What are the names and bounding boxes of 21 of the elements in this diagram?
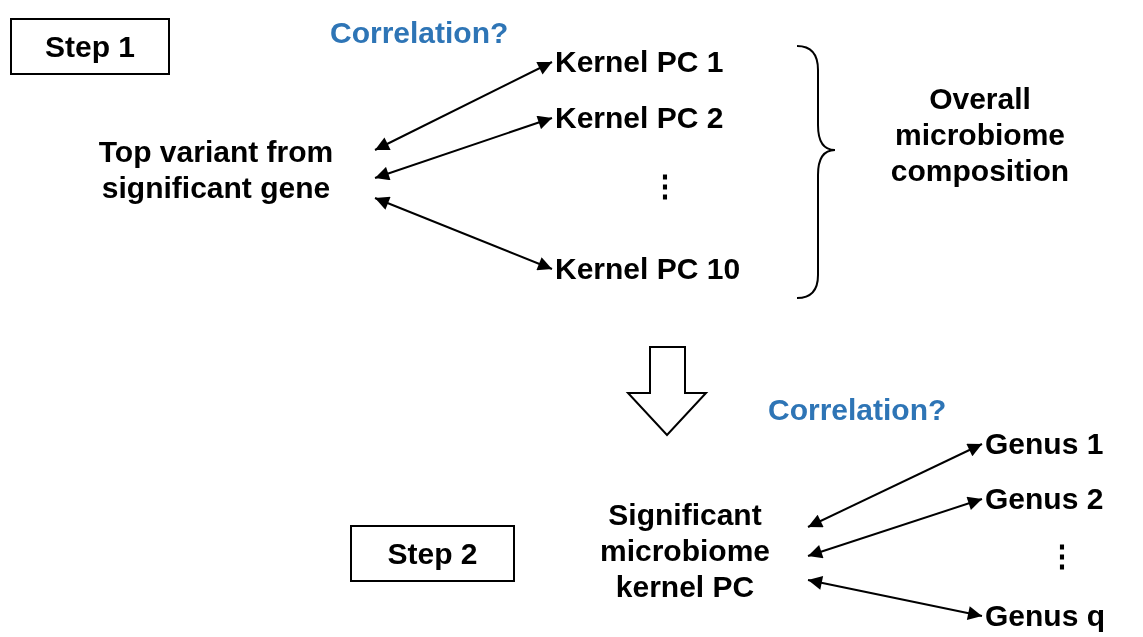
node-label: Genus 2 <box>985 481 1104 517</box>
node-label: Genus 1 <box>985 426 1104 462</box>
step-label: Step 1 <box>10 18 170 75</box>
double-arrow <box>374 115 553 181</box>
node-label: Top variant from significant gene <box>97 134 335 206</box>
annotation-text: Correlation? <box>768 392 947 428</box>
node-label: Genus q <box>985 598 1105 634</box>
step-label: Step 2 <box>350 525 515 582</box>
double-arrow <box>807 576 983 620</box>
annotation-text: Correlation? <box>330 15 509 51</box>
ellipsis-text: ⋮ <box>1047 538 1077 574</box>
double-arrow <box>807 443 983 528</box>
double-arrow <box>374 61 553 151</box>
double-arrow <box>374 196 553 271</box>
node-label: Kernel PC 10 <box>555 251 741 287</box>
ellipsis-text: ⋮ <box>650 168 680 204</box>
node-label: Overall microbiome composition <box>889 81 1071 189</box>
node-label: Kernel PC 2 <box>555 100 724 136</box>
node-label: Significant microbiome kernel PC <box>598 497 771 605</box>
double-arrow <box>807 496 983 559</box>
node-label: Kernel PC 1 <box>555 44 724 80</box>
